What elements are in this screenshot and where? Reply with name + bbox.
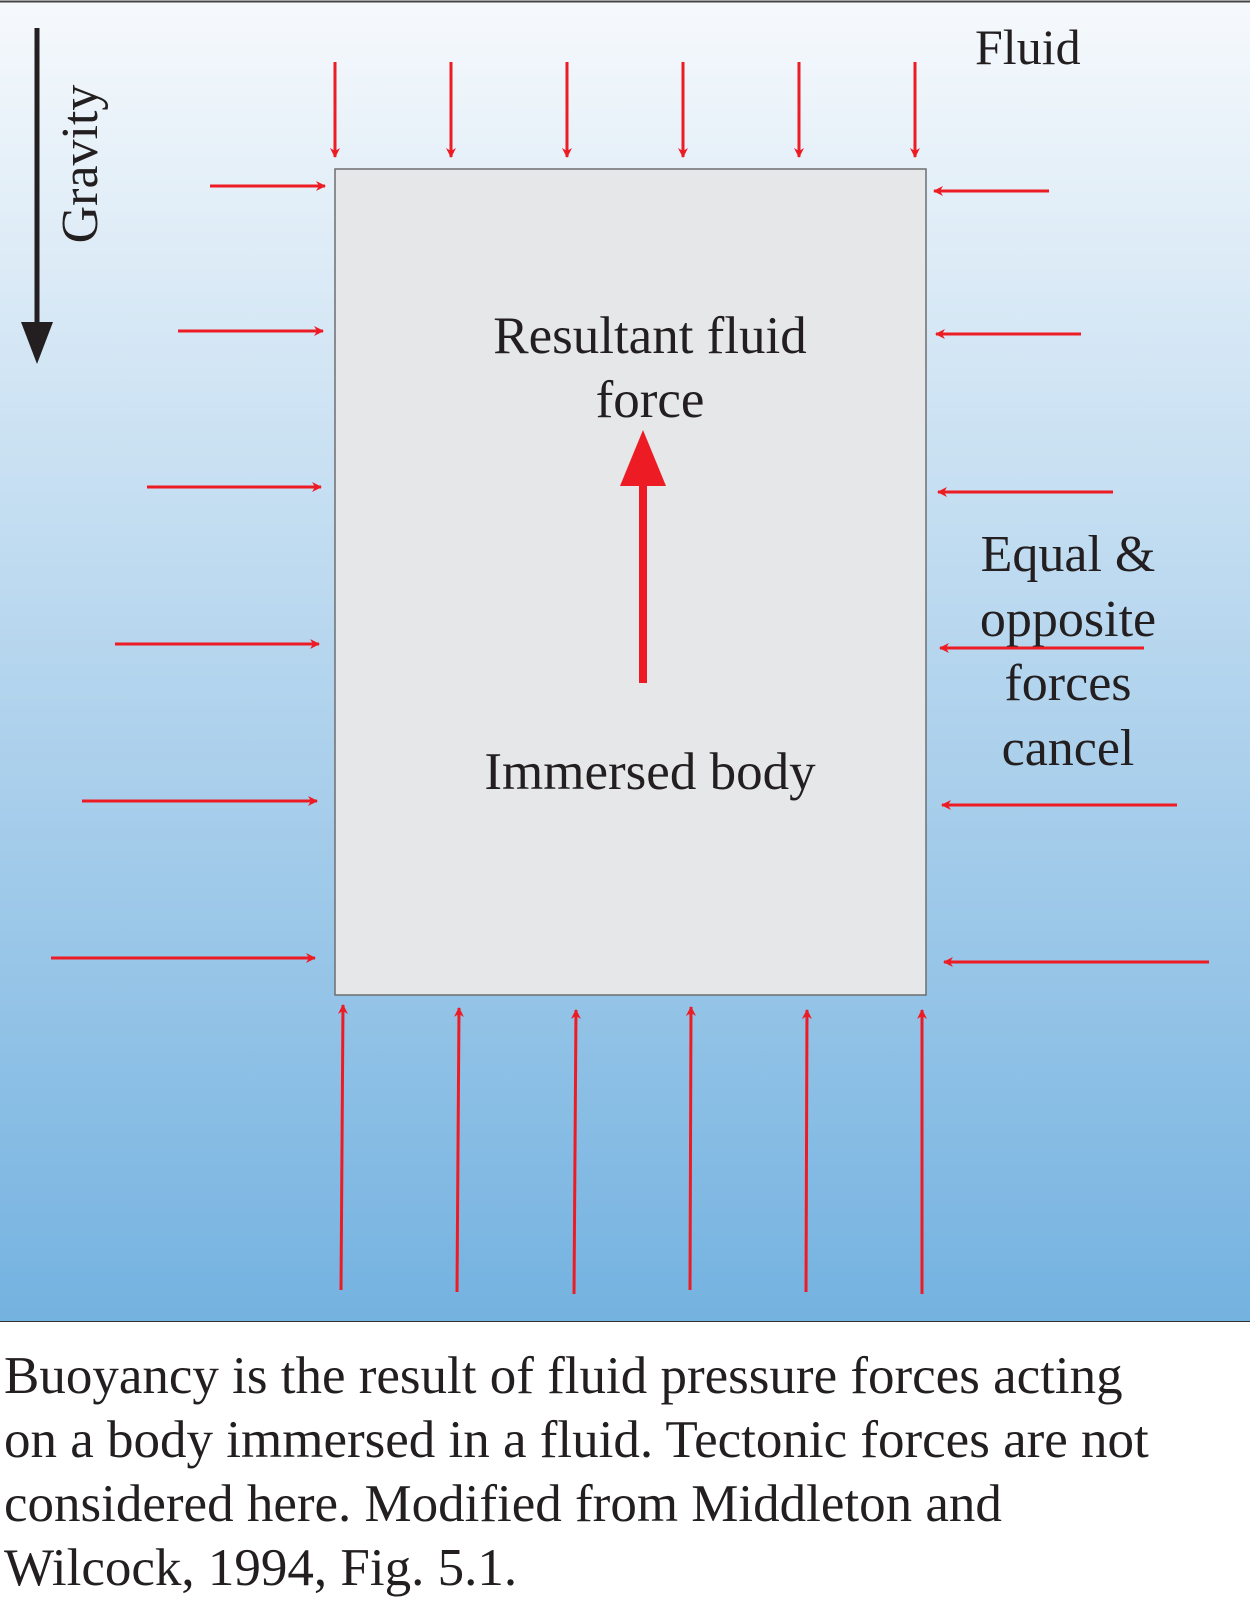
resultant-force-label-line1: Resultant fluid [493,307,807,365]
bottom-force-arrow [801,1009,812,1293]
gravity-label: Gravity [52,85,109,244]
equal-opposite-label-line3: forces [1004,655,1131,712]
bottom-pressure-arrows [337,1004,927,1295]
top-pressure-arrows [330,62,920,158]
equal-opposite-label-line1: Equal & [981,526,1156,583]
figure-caption: Buoyancy is the result of fluid pressure… [4,1344,1250,1600]
caption-line: considered here. Modified from Middleton… [4,1475,1002,1533]
caption-line: on a body immersed in a fluid. Tectonic … [4,1411,1149,1469]
left-pressure-arrows [51,181,326,963]
caption-line: Wilcock, 1994, Fig. 5.1. [4,1539,518,1597]
bottom-force-arrow [570,1009,581,1295]
bottom-force-arrow [685,1006,696,1291]
equal-opposite-label-line2: opposite [980,591,1156,648]
resultant-force-arrow [620,430,666,683]
fluid-label: Fluid [975,19,1081,75]
bottom-force-arrow [337,1004,348,1291]
bottom-force-arrow [453,1007,464,1293]
equal-opposite-label-line4: cancel [1002,720,1135,777]
resultant-force-label-line2: force [596,371,705,429]
buoyancy-diagram: Gravity Fluid Resultant fluid force Imme… [0,0,1250,1322]
right-pressure-arrows [933,186,1209,967]
immersed-body-rect [334,168,927,996]
gravity-arrow [21,28,53,364]
immersed-body-label: Immersed body [484,743,816,801]
caption-line: Buoyancy is the result of fluid pressure… [4,1347,1123,1405]
